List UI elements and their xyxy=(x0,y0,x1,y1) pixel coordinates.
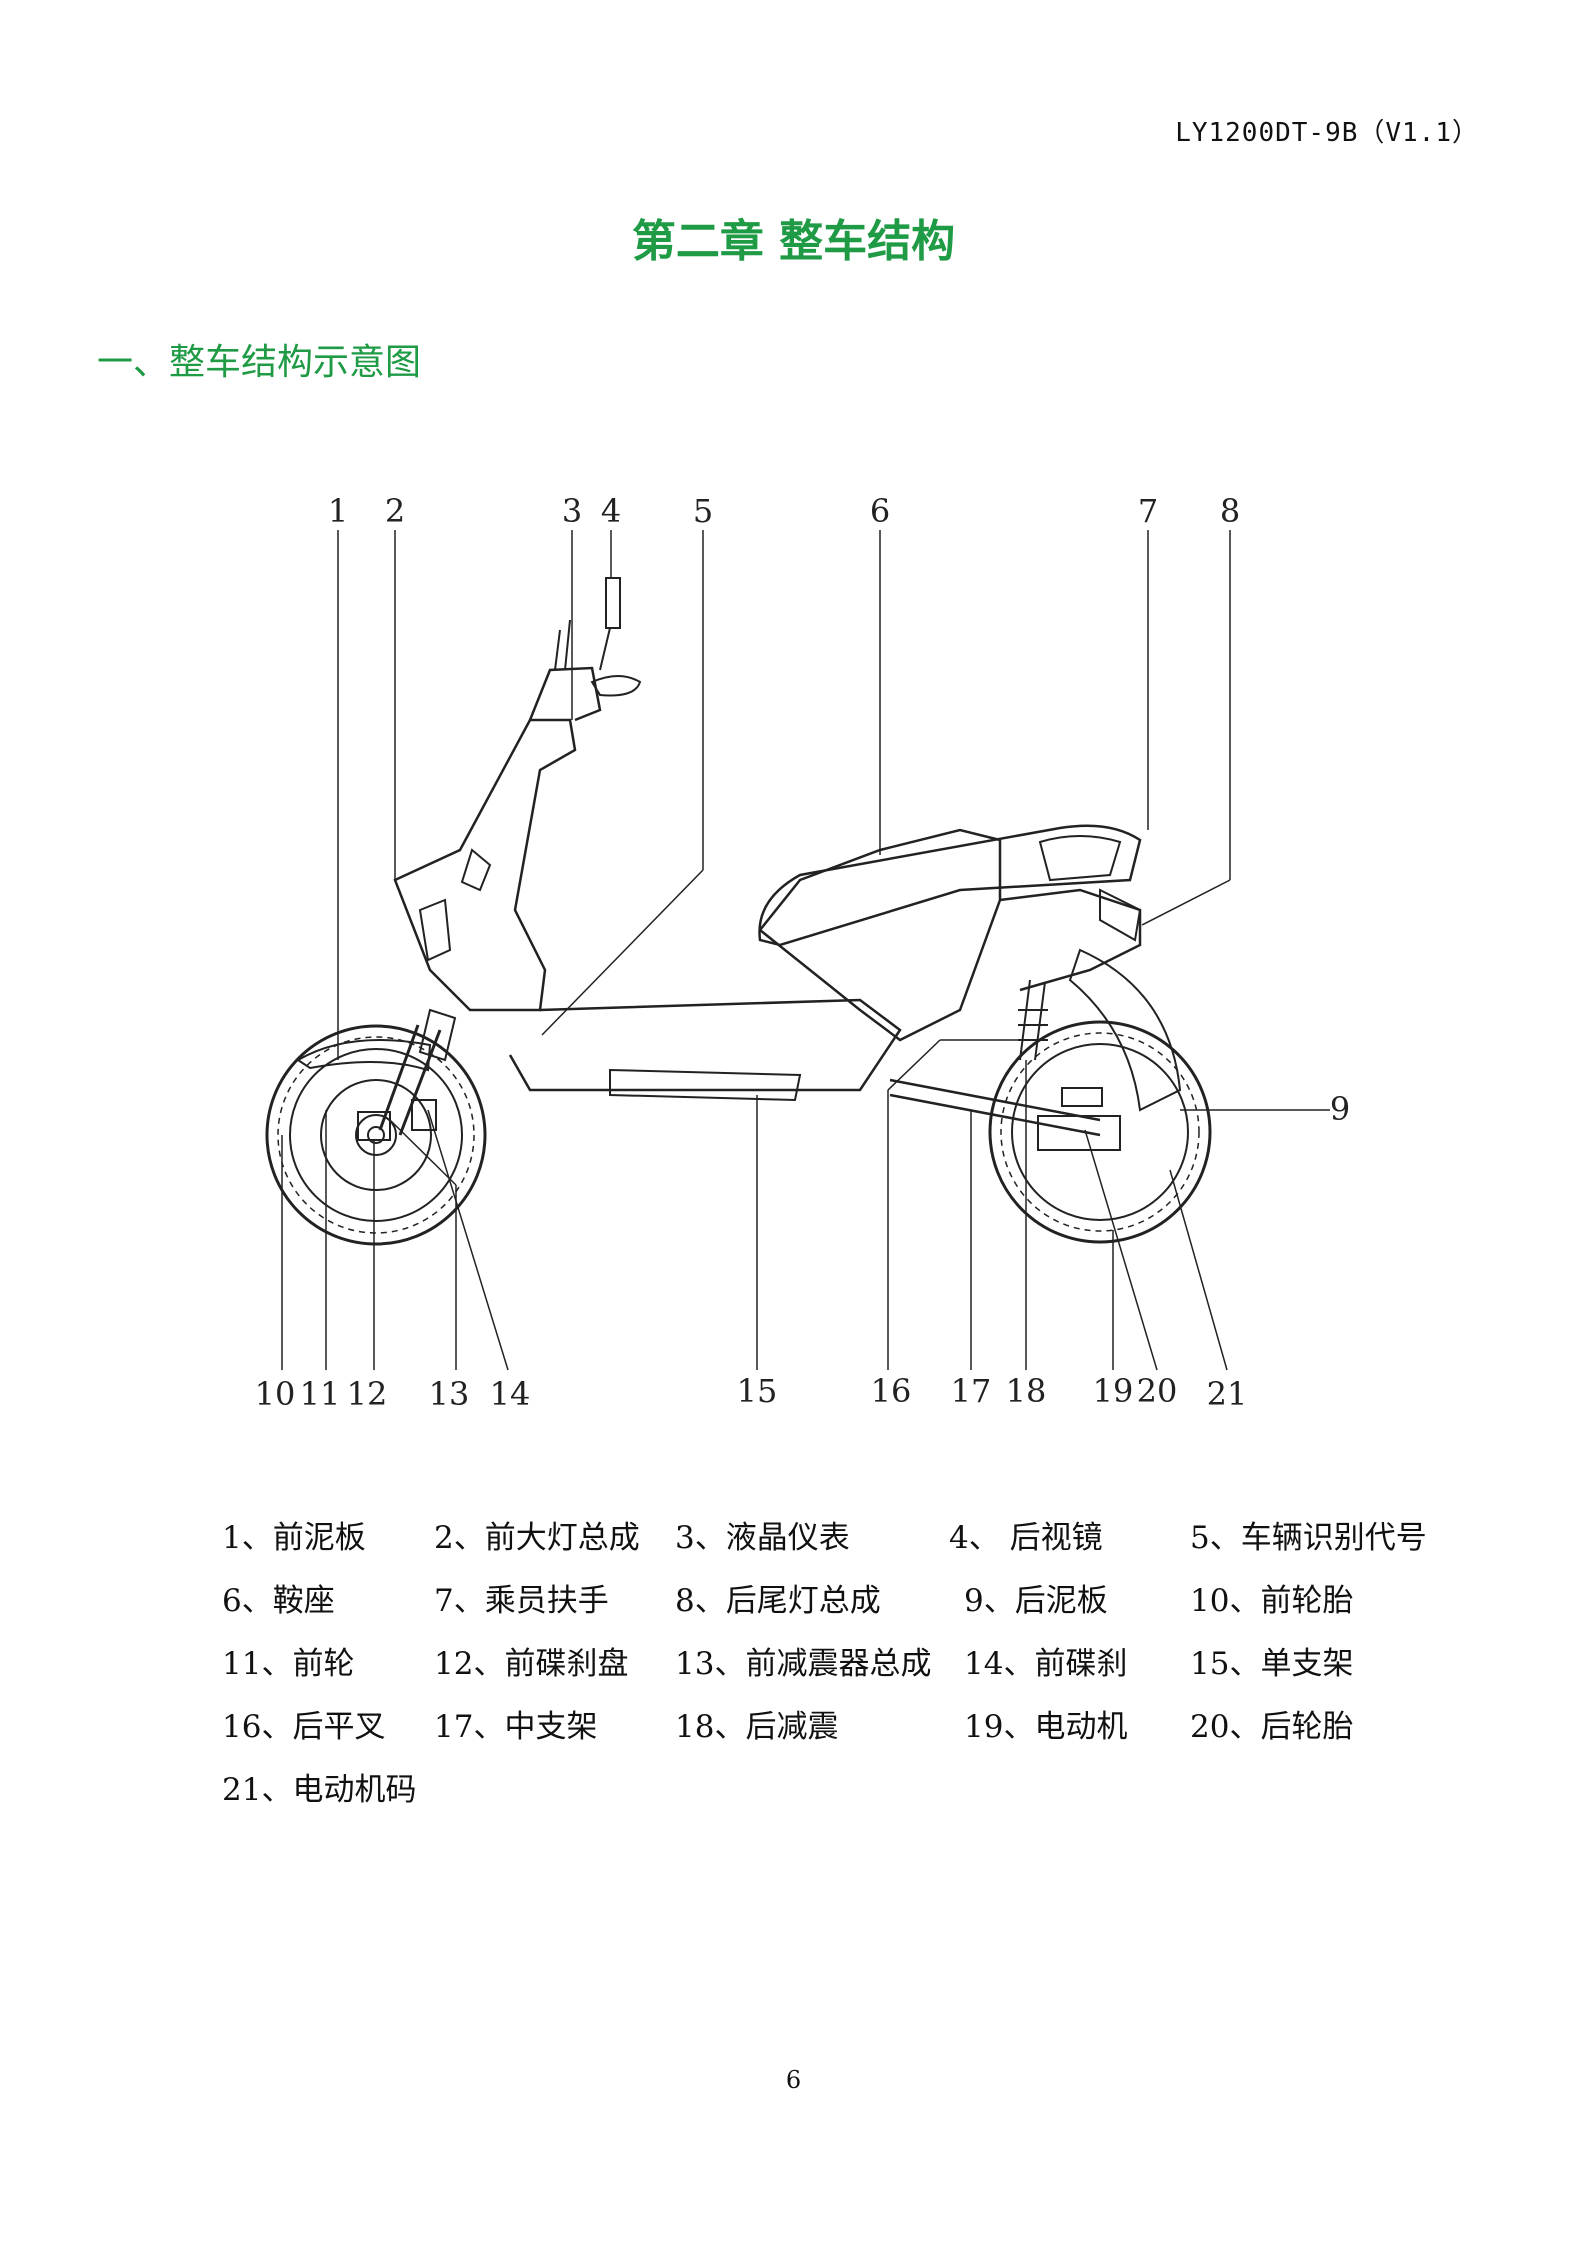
legend-item: 11、前轮 xyxy=(222,1646,355,1682)
page-number: 6 xyxy=(785,2066,802,2094)
scooter-structure-diagram: 1 2 3 4 5 6 7 8 9 10 11 12 13 14 15 16 1… xyxy=(240,470,1380,1430)
callout-15: 15 xyxy=(737,1372,778,1410)
rear-wheel-drawing xyxy=(988,1020,1212,1244)
legend-item: 1、前泥板 xyxy=(222,1520,366,1556)
document-code: LY1200DT-9B（V1.1） xyxy=(1175,118,1479,148)
legend-item: 16、后平叉 xyxy=(222,1709,386,1745)
callout-21: 21 xyxy=(1207,1375,1248,1413)
legend-item: 20、后轮胎 xyxy=(1190,1709,1354,1745)
legend-item: 19、电动机 xyxy=(964,1709,1128,1745)
callout-20: 20 xyxy=(1137,1372,1178,1410)
callout-4: 4 xyxy=(601,492,621,530)
legend-item: 17、中支架 xyxy=(434,1709,598,1745)
legend-row: 11、前轮 12、前碟刹盘 13、前减震器总成 14、前碟刹 15、单支架 xyxy=(222,1638,1452,1701)
legend-row: 21、电动机码 xyxy=(222,1764,1452,1827)
legend-item: 12、前碟刹盘 xyxy=(434,1646,629,1682)
callout-1: 1 xyxy=(328,492,348,530)
legend-item: 15、单支架 xyxy=(1190,1646,1354,1682)
callout-17: 17 xyxy=(951,1372,992,1410)
callout-2: 2 xyxy=(385,492,405,530)
callout-13: 13 xyxy=(429,1375,470,1413)
section-title: 一、整车结构示意图 xyxy=(97,342,422,383)
legend-item: 14、前碟刹 xyxy=(964,1646,1128,1682)
legend-item: 18、后减震 xyxy=(675,1709,839,1745)
callout-18: 18 xyxy=(1006,1372,1047,1410)
legend-item: 9、后泥板 xyxy=(964,1583,1108,1619)
legend-row: 1、前泥板 2、前大灯总成 3、液晶仪表 4、 后视镜 5、车辆识别代号 xyxy=(222,1512,1452,1575)
legend-item: 8、后尾灯总成 xyxy=(675,1583,881,1619)
legend-row: 6、鞍座 7、乘员扶手 8、后尾灯总成 9、后泥板 10、前轮胎 xyxy=(222,1575,1452,1638)
legend-item: 5、车辆识别代号 xyxy=(1190,1520,1427,1556)
callout-10: 10 xyxy=(255,1375,296,1413)
legend-item: 7、乘员扶手 xyxy=(434,1583,609,1619)
callout-5: 5 xyxy=(693,492,713,530)
callout-11: 11 xyxy=(300,1375,341,1413)
callout-14: 14 xyxy=(490,1375,531,1413)
legend-item: 4、 后视镜 xyxy=(949,1520,1103,1556)
chapter-title: 第二章 整车结构 xyxy=(631,216,956,267)
callout-7: 7 xyxy=(1138,492,1158,530)
legend-row: 16、后平叉 17、中支架 18、后减震 19、电动机 20、后轮胎 xyxy=(222,1701,1452,1764)
parts-legend: 1、前泥板 2、前大灯总成 3、液晶仪表 4、 后视镜 5、车辆识别代号 6、鞍… xyxy=(222,1512,1452,1827)
legend-item: 2、前大灯总成 xyxy=(434,1520,640,1556)
callout-16: 16 xyxy=(871,1372,912,1410)
callout-3: 3 xyxy=(562,492,582,530)
callout-9: 9 xyxy=(1330,1090,1350,1128)
callout-12: 12 xyxy=(347,1375,388,1413)
callout-8: 8 xyxy=(1220,492,1240,530)
legend-item: 10、前轮胎 xyxy=(1190,1583,1354,1619)
legend-item: 6、鞍座 xyxy=(222,1583,335,1619)
callout-19: 19 xyxy=(1093,1372,1134,1410)
front-wheel-drawing xyxy=(265,1024,487,1246)
legend-item: 21、电动机码 xyxy=(222,1772,417,1808)
legend-item: 13、前减震器总成 xyxy=(675,1646,932,1682)
legend-item: 3、液晶仪表 xyxy=(675,1520,850,1556)
callout-6: 6 xyxy=(870,492,890,530)
